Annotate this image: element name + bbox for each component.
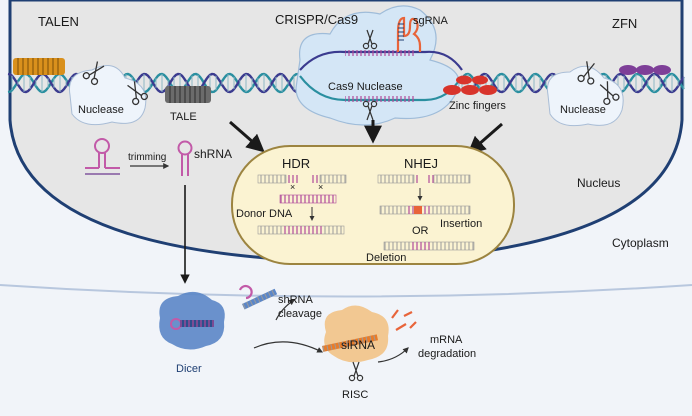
cas9-nuclease-blob	[295, 5, 460, 126]
nuclease-right-label: Nuclease	[560, 104, 606, 116]
arrow-icon	[253, 341, 324, 353]
zinc-fingers	[443, 75, 497, 95]
svg-text:×: ×	[318, 182, 323, 192]
cytoplasm-label: Cytoplasm	[612, 236, 669, 250]
svg-text:×: ×	[290, 182, 295, 192]
talen-label: TALEN	[38, 14, 79, 29]
cas9-nuclease-label: Cas9 Nuclease	[328, 81, 403, 93]
arrow-icon	[229, 120, 265, 153]
cell-membrane	[0, 284, 692, 298]
nhej-diagram	[377, 174, 475, 251]
tale-label: TALE	[170, 111, 197, 123]
scissors-icon	[127, 81, 148, 106]
shrna-hairpin	[177, 140, 193, 176]
arrow-icon	[275, 299, 295, 321]
risc-complex	[322, 305, 389, 363]
sirna-label: siRNA	[341, 338, 375, 352]
zfn-nuclease-blob	[546, 65, 624, 127]
mrna-degradation-label-1: mRNA	[430, 334, 463, 346]
donor-dna-label: Donor DNA	[236, 208, 293, 220]
crispr-label: CRISPR/Cas9	[275, 12, 358, 27]
scissors-icon	[362, 29, 378, 50]
scissors-icon	[82, 61, 105, 86]
trimming-label: trimming	[128, 152, 166, 163]
shrna-label: shRNA	[194, 147, 232, 161]
sgrna-hairpin	[396, 16, 422, 52]
mrna-fragments	[391, 309, 417, 331]
zinc-fingers-label: Zinc fingers	[449, 100, 506, 112]
deletion-label: Deletion	[366, 252, 406, 264]
nucleus-label: Nucleus	[577, 176, 620, 190]
hdr-diagram: × ×	[257, 174, 347, 235]
talen-nuclease-blob	[68, 65, 147, 126]
nhej-label: NHEJ	[404, 156, 438, 171]
scissors-icon	[362, 100, 378, 121]
dicer-enzyme	[159, 291, 225, 350]
shrna-cleavage-label-1: shRNA	[278, 294, 314, 306]
scissors-icon	[599, 81, 620, 106]
zfn-purple-fingers	[619, 65, 671, 75]
insertion-label: Insertion	[440, 218, 482, 230]
shrna-cleavage-label-2: cleavage	[278, 308, 322, 320]
scissors-icon	[577, 61, 595, 85]
shrna-cleavage-fragment	[238, 284, 278, 310]
zfn-label: ZFN	[612, 16, 637, 31]
scissors-icon	[348, 361, 364, 382]
arrow-icon	[467, 122, 503, 155]
dicer-label: Dicer	[176, 363, 202, 375]
arrow-icon	[377, 347, 409, 363]
or-label: OR	[412, 225, 429, 237]
shrna-precursor	[85, 138, 120, 175]
hdr-label: HDR	[282, 156, 310, 171]
nuclease-left-label: Nuclease	[78, 104, 124, 116]
sgrna-label: sgRNA	[413, 15, 449, 27]
tale-orange-block	[13, 58, 65, 75]
mrna-degradation-label-2: degradation	[418, 348, 476, 360]
tale-gray-block	[165, 86, 211, 103]
risc-label: RISC	[342, 389, 368, 401]
